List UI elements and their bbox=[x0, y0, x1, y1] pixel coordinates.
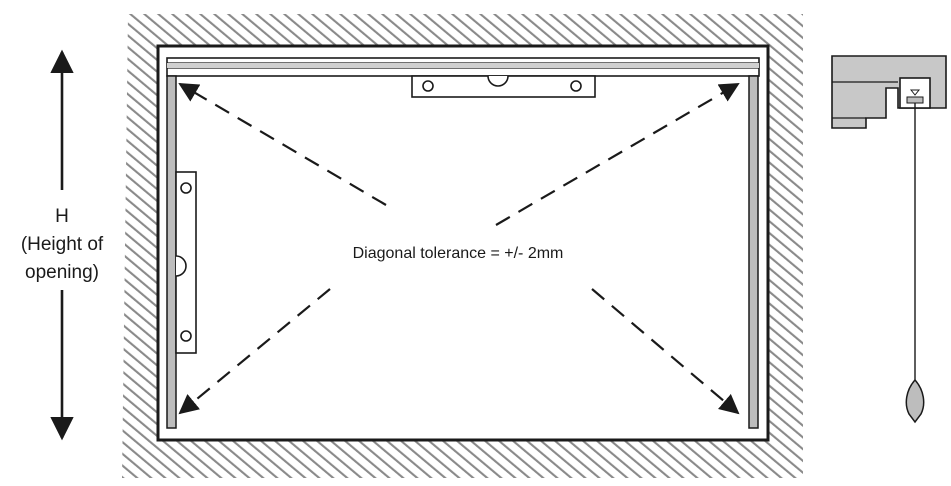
diagonal-tolerance-label: Diagonal tolerance = +/- 2mm bbox=[353, 245, 564, 262]
track-cross-section-icon bbox=[831, 55, 947, 129]
window-opening bbox=[156, 44, 770, 442]
diagonal-arrow-bottom-right bbox=[591, 288, 740, 415]
diagonal-arrows bbox=[178, 82, 740, 415]
left-side-channel bbox=[166, 75, 177, 429]
diagonal-arrow-top-left bbox=[178, 82, 387, 206]
height-label-letter: H bbox=[55, 206, 69, 227]
diagonal-arrow-top-right bbox=[495, 83, 740, 226]
diagonal-arrow-bottom-left bbox=[178, 288, 331, 415]
height-label-line1: (Height of bbox=[21, 234, 104, 255]
height-label-line2: opening) bbox=[25, 262, 99, 283]
spirit-level-icon bbox=[175, 171, 197, 354]
head-rail bbox=[166, 57, 760, 77]
plumb-bob-icon bbox=[905, 103, 925, 424]
right-side-channel bbox=[748, 75, 759, 429]
spirit-level-icon bbox=[411, 75, 596, 98]
